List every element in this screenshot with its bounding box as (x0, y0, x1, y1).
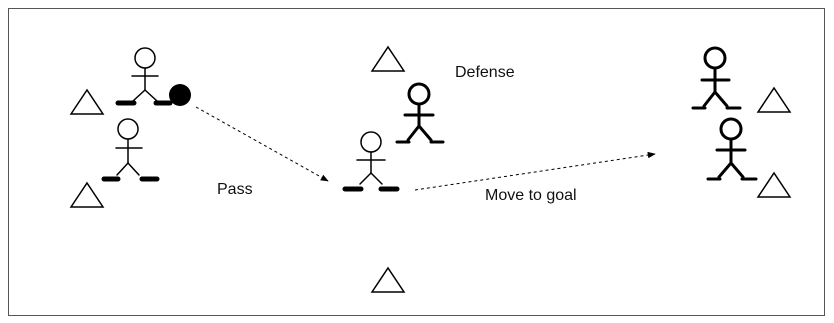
cone-icon (370, 45, 406, 72)
defender-right-bottom (706, 117, 758, 181)
defender-right-top (691, 46, 742, 110)
ball-icon (169, 84, 191, 106)
pass-arrow (195, 106, 329, 182)
field-frame (8, 8, 825, 316)
cone-icon (756, 86, 792, 113)
cones (69, 45, 792, 293)
player-head-icon (117, 118, 139, 140)
cone-icon (756, 171, 792, 198)
cone-icon (69, 88, 105, 115)
player-head-icon (134, 47, 156, 69)
cone-icon (370, 266, 406, 293)
attacker-left-lower (101, 118, 160, 182)
cone-icon (69, 181, 105, 208)
attacker-center (342, 131, 400, 192)
pass-label: Pass (217, 181, 253, 198)
attacker-with-ball (115, 47, 173, 106)
player-head-icon (703, 46, 727, 70)
player-head-icon (719, 117, 743, 141)
player-head-icon (360, 131, 382, 153)
move-to-goal-arrow (414, 151, 656, 191)
defense-label: Defense (455, 64, 515, 81)
player-head-icon (407, 82, 431, 106)
move-to-goal-label: Move to goal (485, 187, 577, 204)
defender-center (395, 82, 445, 144)
